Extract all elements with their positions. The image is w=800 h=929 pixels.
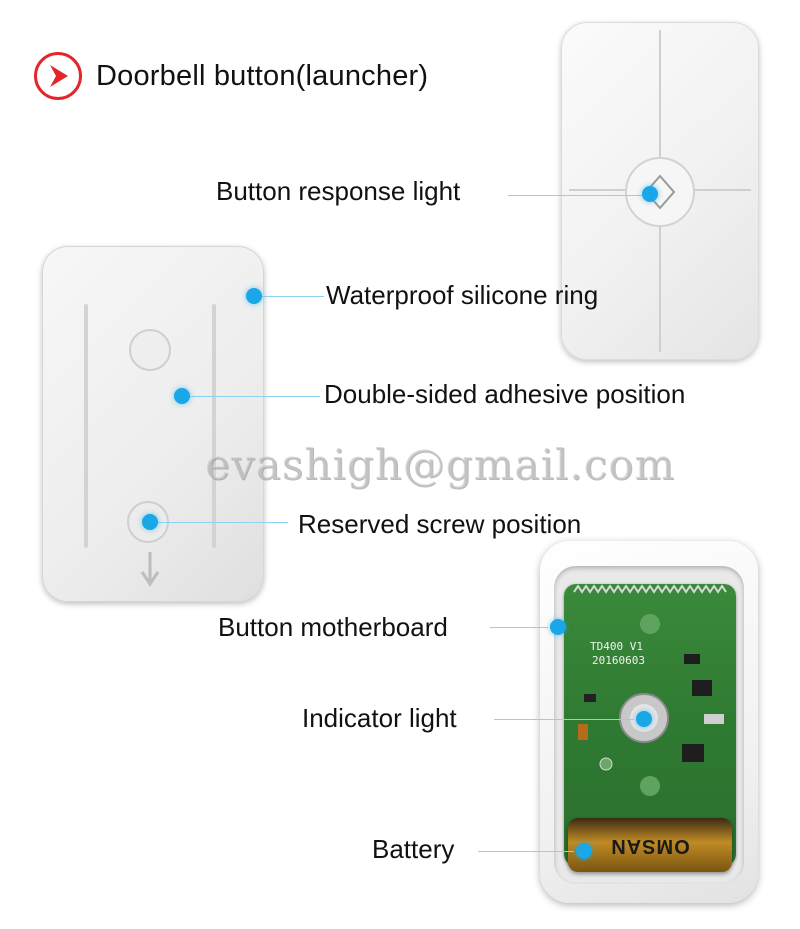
marker-dot	[246, 288, 262, 304]
callout-button-response-light: Button response light	[216, 176, 461, 206]
battery	[568, 818, 732, 872]
callout-battery: Battery	[372, 834, 455, 864]
marker-dot	[576, 843, 592, 859]
marker-dot	[642, 186, 658, 202]
callout-waterproof-ring: Waterproof silicone ring	[326, 280, 599, 310]
doorbell-button-front	[561, 22, 759, 360]
marker-dot	[636, 711, 652, 727]
leader-line	[262, 296, 324, 297]
leader-line	[158, 522, 288, 523]
callout-indicator-light: Indicator light	[302, 703, 457, 733]
board-date-label: 20160603	[592, 654, 645, 667]
battery-brand: OMSAN	[610, 835, 690, 857]
board-model-label: TD400 V1	[590, 640, 643, 653]
leader-line	[190, 396, 320, 397]
leader-line	[490, 627, 548, 628]
callout-adhesive-position: Double-sided adhesive position	[324, 379, 686, 409]
leader-line	[508, 195, 642, 196]
header-title: Doorbell button(launcher)	[96, 60, 429, 92]
leader-line	[478, 851, 574, 852]
marker-dot	[174, 388, 190, 404]
marker-dot	[550, 619, 566, 635]
doorbell-button-back	[42, 246, 264, 602]
marker-dot	[142, 514, 158, 530]
leader-line	[494, 719, 634, 720]
callout-motherboard: Button motherboard	[218, 612, 448, 642]
watermark: evashigh@gmail.com	[205, 440, 676, 489]
callout-screw-position: Reserved screw position	[298, 509, 582, 539]
play-arrow-icon	[34, 52, 82, 100]
